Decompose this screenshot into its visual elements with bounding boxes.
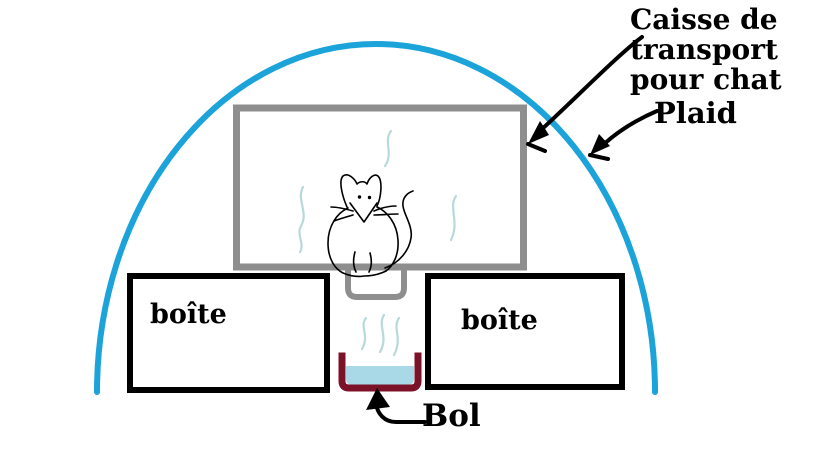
carrier-entrance — [345, 265, 407, 300]
cat-whisker — [330, 206, 354, 212]
plaid-label: Plaid — [654, 96, 737, 130]
arrow-head — [366, 388, 390, 410]
cat-whisker — [373, 213, 399, 216]
arrow-head — [590, 134, 610, 155]
plaid-arrow-icon — [588, 109, 659, 161]
cat-body — [342, 270, 387, 278]
cat-leg — [368, 252, 373, 273]
steam-squiggle-icon — [360, 316, 368, 351]
steam-squiggle-icon — [298, 185, 305, 254]
cat-whisker — [373, 205, 397, 212]
steam-squiggle-icon — [378, 313, 386, 354]
cat-eye-left — [357, 195, 362, 199]
bowl-steam-icons — [360, 313, 401, 357]
cat-sketch-icon — [327, 174, 414, 278]
arrow-head — [528, 121, 549, 144]
bowl-label: Bol — [422, 398, 481, 434]
steam-squiggle-icon — [392, 316, 401, 357]
box-right-rect — [425, 273, 625, 390]
cat-whisker — [333, 214, 354, 222]
carrier-box — [233, 104, 527, 271]
bowl-water — [346, 366, 414, 385]
carrier-arrow-icon — [526, 35, 644, 153]
steam-squiggle-icon — [383, 129, 393, 168]
cat-body — [327, 207, 349, 274]
box-left-rect — [127, 273, 330, 393]
cat-tail — [384, 190, 414, 269]
cat-muzzle — [349, 202, 378, 223]
carrier-warmth-icons — [298, 129, 458, 254]
arrow-tip-flick — [526, 142, 547, 153]
bowl-arrow-icon — [366, 388, 427, 424]
arrow-tip-flick — [588, 153, 610, 161]
cat-leg — [352, 251, 357, 273]
steam-squiggle-icon — [449, 194, 458, 242]
arrow-shaft — [539, 35, 644, 132]
box-right-label: boîte — [461, 305, 538, 336]
bowl-shape — [338, 352, 422, 392]
arrow-shaft — [599, 109, 659, 149]
plaid-arc — [94, 41, 658, 395]
cat-eye-right — [367, 195, 372, 200]
cat-head — [340, 174, 382, 208]
carrier-label: Caisse de transport pour chat — [630, 3, 782, 96]
box-left-label: boîte — [150, 299, 227, 330]
